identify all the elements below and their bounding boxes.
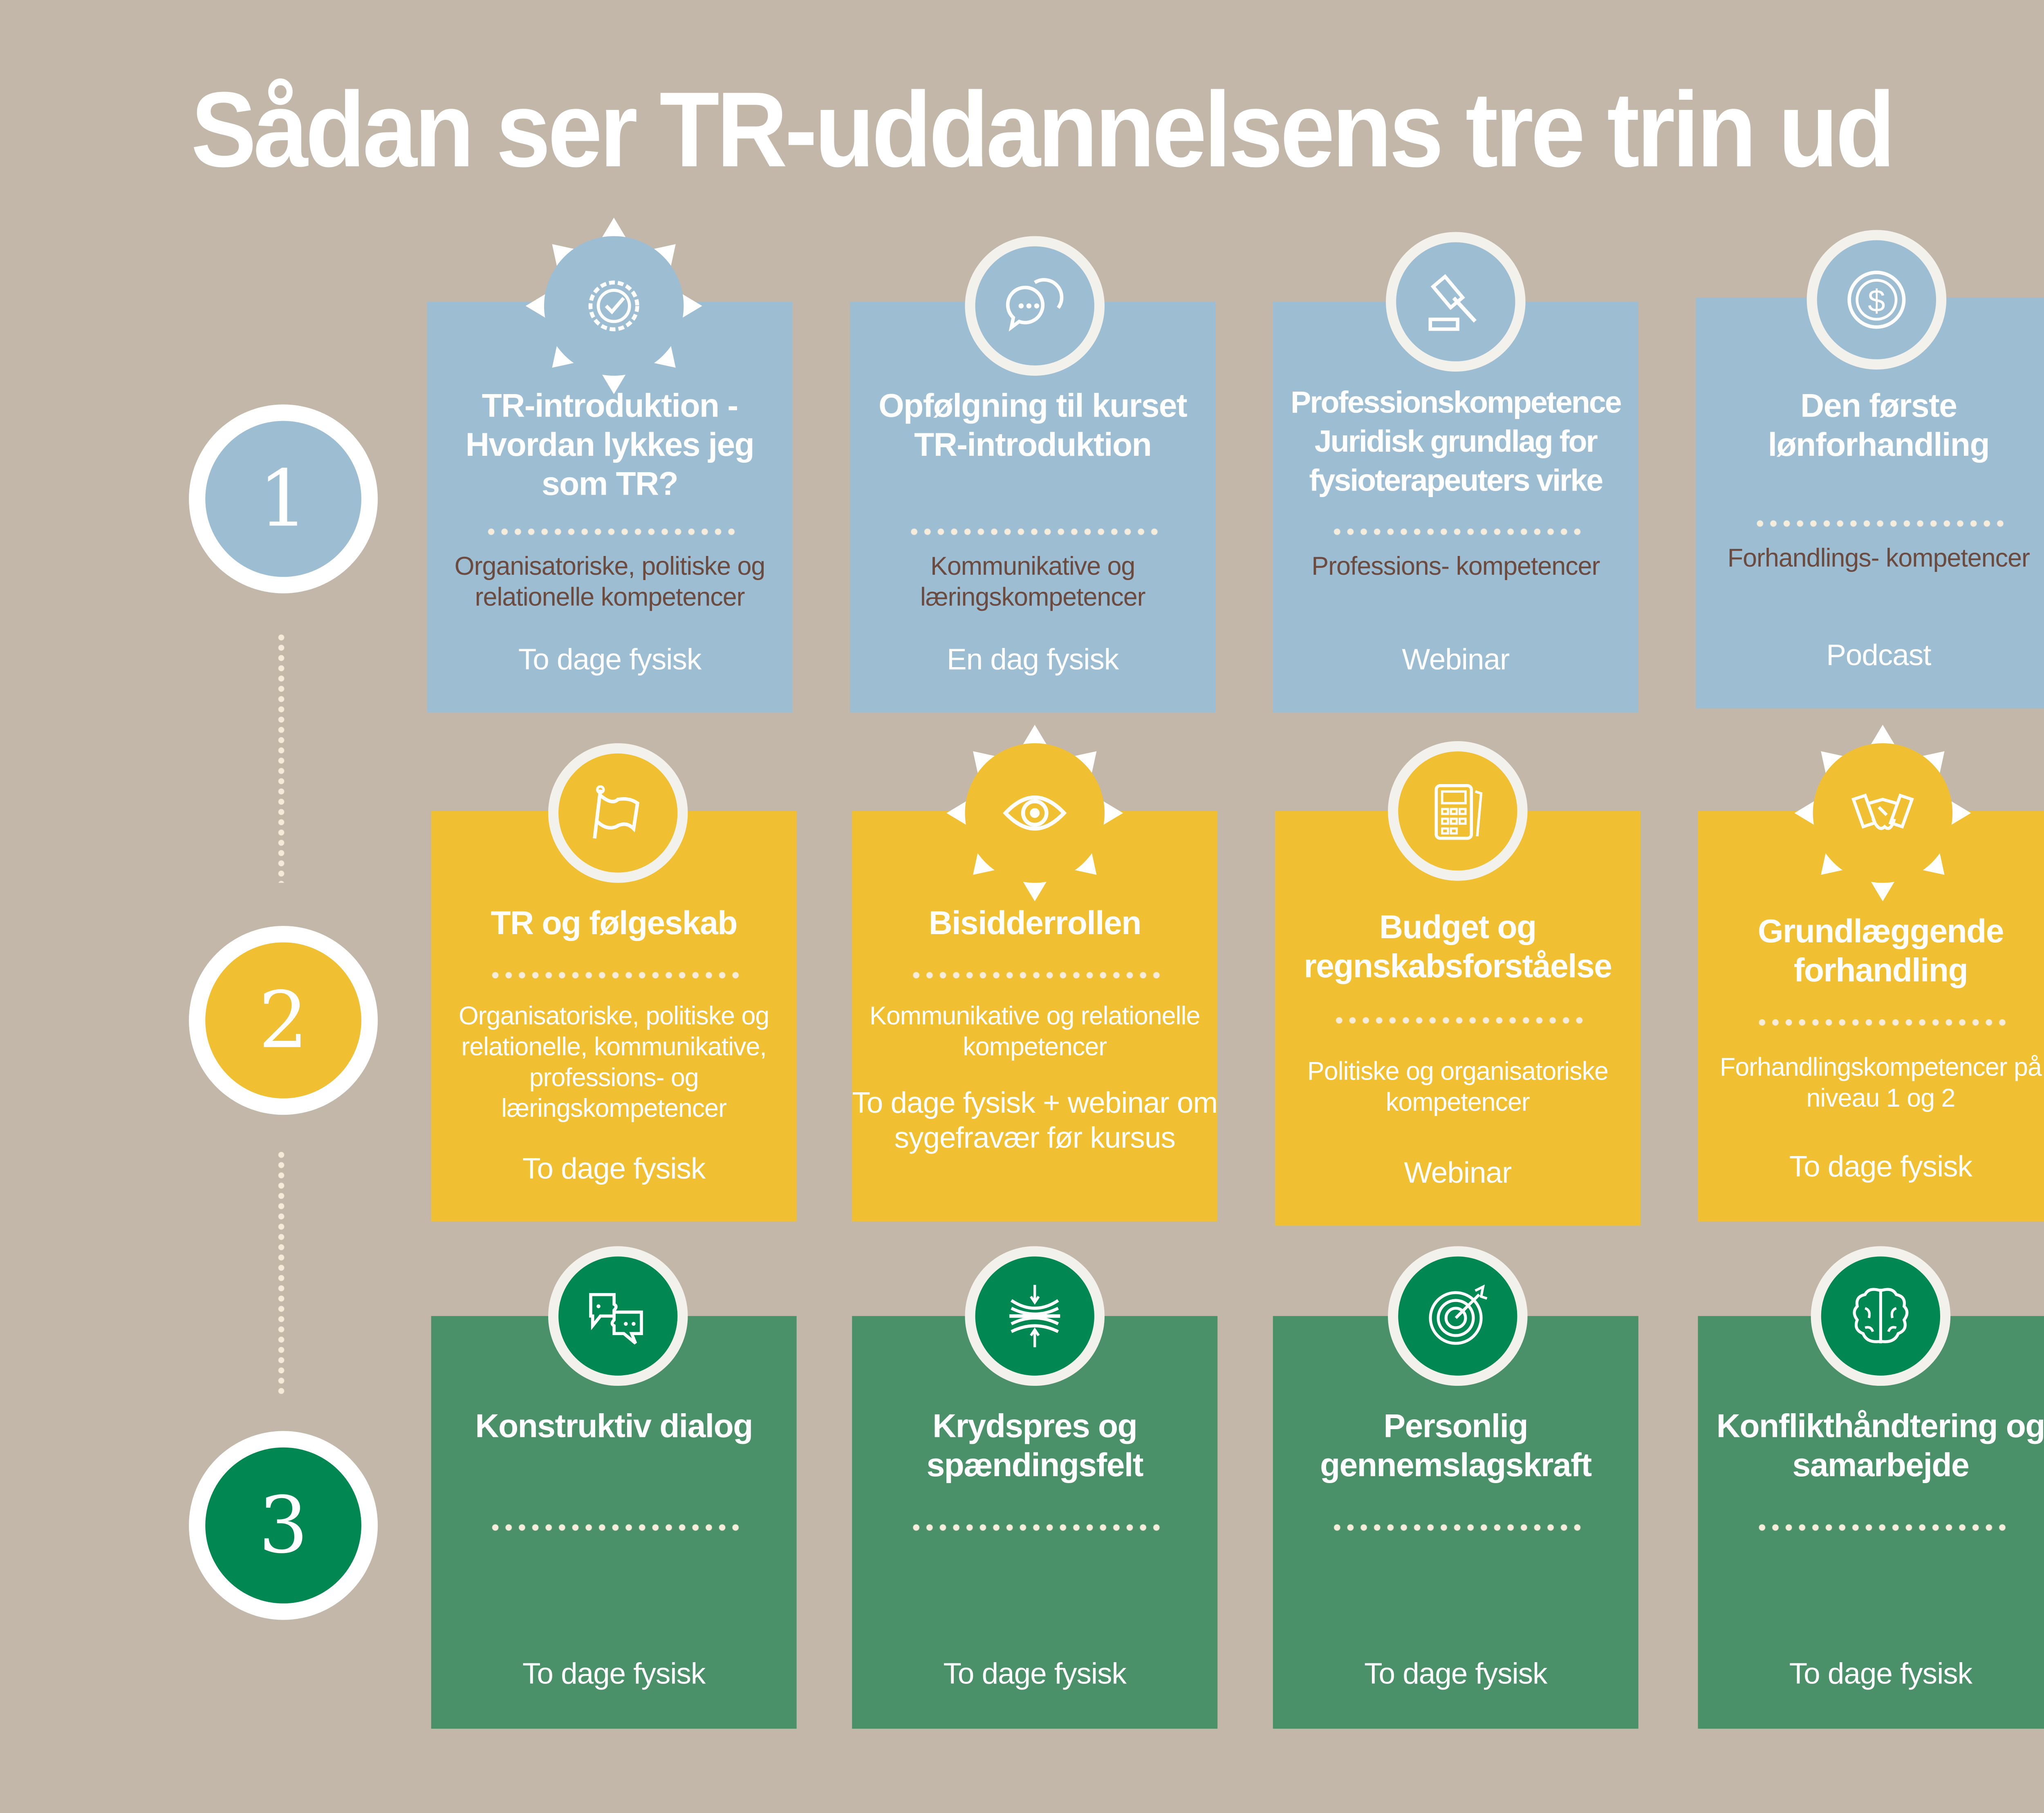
course-competences: Kommunikative og læringskompetencer — [920, 552, 1146, 612]
course-competences: Forhandlingskompetencer på niveau 1 og 2 — [1719, 1053, 2042, 1113]
dollar-coin-icon: $ — [1806, 230, 1947, 370]
divider-dots — [1755, 1018, 2006, 1027]
eye-icon — [965, 743, 1105, 883]
divider-dots — [484, 527, 735, 536]
course-format: To dage fysisk — [1364, 1659, 1547, 1692]
course-competences: Organisatoriske, politiske og relationel… — [454, 552, 766, 612]
calculator-icon — [1388, 741, 1528, 881]
course-format: To dage fysisk — [1789, 1152, 1972, 1185]
course-format: En dag fysisk — [947, 645, 1119, 678]
divider-dots — [1753, 519, 2004, 528]
badge-check-icon — [544, 236, 684, 376]
course-title: Grundlæggende forhandling — [1757, 915, 2004, 990]
course-card[interactable]: Krydspres og spændingsfelt To dage fysis… — [852, 1316, 1218, 1729]
course-title: TR-introduktion - Hvordan lykkes jeg som… — [465, 390, 755, 503]
divider-dots — [489, 1523, 740, 1532]
divider-dots — [1330, 1523, 1581, 1532]
flag-icon — [548, 743, 688, 883]
step-3-circle: 3 — [189, 1431, 378, 1620]
divider-dots — [1332, 1016, 1583, 1025]
course-format: To dage fysisk + webinar om sygefravær f… — [852, 1088, 1218, 1156]
course-format: To dage fysisk — [943, 1659, 1127, 1692]
course-title: Personlig gennemslagskraft — [1320, 1410, 1592, 1485]
svg-text:$: $ — [1868, 284, 1885, 318]
divider-dots — [909, 971, 1160, 979]
gavel-icon — [1386, 232, 1526, 372]
handshake-icon — [1813, 743, 1953, 883]
divider-dots — [1755, 1523, 2006, 1532]
course-competences: Professions- kompetencer — [1311, 552, 1600, 581]
course-title: TR og følgeskab — [491, 907, 737, 943]
divider-dots — [1330, 527, 1581, 536]
course-format: To dage fysisk — [518, 645, 702, 678]
course-card[interactable]: Budget og regnskabsforståelse Politiske … — [1275, 811, 1641, 1226]
course-card[interactable]: Opfølgning til kurset TR-introduktion Ko… — [850, 302, 1216, 713]
course-competences: Organisatoriske, politiske og relationel… — [458, 1002, 770, 1123]
divider-dots — [909, 1523, 1160, 1532]
course-title: Budget og regnskabsforståelse — [1304, 911, 1612, 986]
course-title: Den første lønforhandling — [1768, 390, 1990, 464]
brain-icon — [1811, 1246, 1951, 1386]
divider-dots — [489, 971, 740, 979]
course-format: Webinar — [1404, 1158, 1512, 1191]
step-1-circle: 1 — [189, 404, 378, 594]
course-competences: Politiske og organisatoriske kompetencer — [1307, 1057, 1609, 1117]
chat-bubbles-icon — [965, 236, 1105, 376]
dialog-puzzle-icon — [548, 1246, 688, 1386]
target-icon — [1388, 1246, 1528, 1386]
course-title: Konstruktiv dialog — [475, 1410, 753, 1445]
course-format: Webinar — [1402, 645, 1510, 678]
course-format: To dage fysisk — [522, 1659, 706, 1692]
step-number: 1 — [205, 421, 361, 577]
course-card[interactable]: TR og følgeskab Organisatoriske, politis… — [431, 811, 797, 1222]
course-title: Opfølgning til kurset TR-introduktion — [879, 390, 1188, 464]
course-format: To dage fysisk — [1789, 1659, 1972, 1692]
step-number: 3 — [205, 1447, 361, 1604]
step-connector — [277, 632, 286, 883]
step-2-circle: 2 — [189, 926, 378, 1115]
page-title: Sådan ser TR-uddannelsens tre trin ud — [191, 72, 1896, 191]
step-number: 2 — [205, 942, 361, 1098]
course-title: Konflikthåndtering og samarbejde — [1716, 1410, 2044, 1485]
course-competences: Kommunikative og relationelle kompetence… — [870, 1002, 1200, 1062]
divider-dots — [907, 527, 1158, 536]
step-connector — [277, 1150, 286, 1396]
course-title: Professionskompetence Juridisk grundlag … — [1290, 386, 1622, 499]
course-card[interactable]: Bisidderrollen Kommunikative og relation… — [852, 811, 1218, 1222]
course-format: Podcast — [1826, 640, 1931, 674]
course-format: To dage fysisk — [522, 1154, 706, 1187]
course-title: Krydspres og spændingsfelt — [926, 1410, 1143, 1485]
pressure-arrows-icon — [965, 1246, 1105, 1386]
course-competences: Forhandlings- kompetencer — [1727, 544, 2030, 573]
course-title: Bisidderrollen — [928, 907, 1142, 943]
